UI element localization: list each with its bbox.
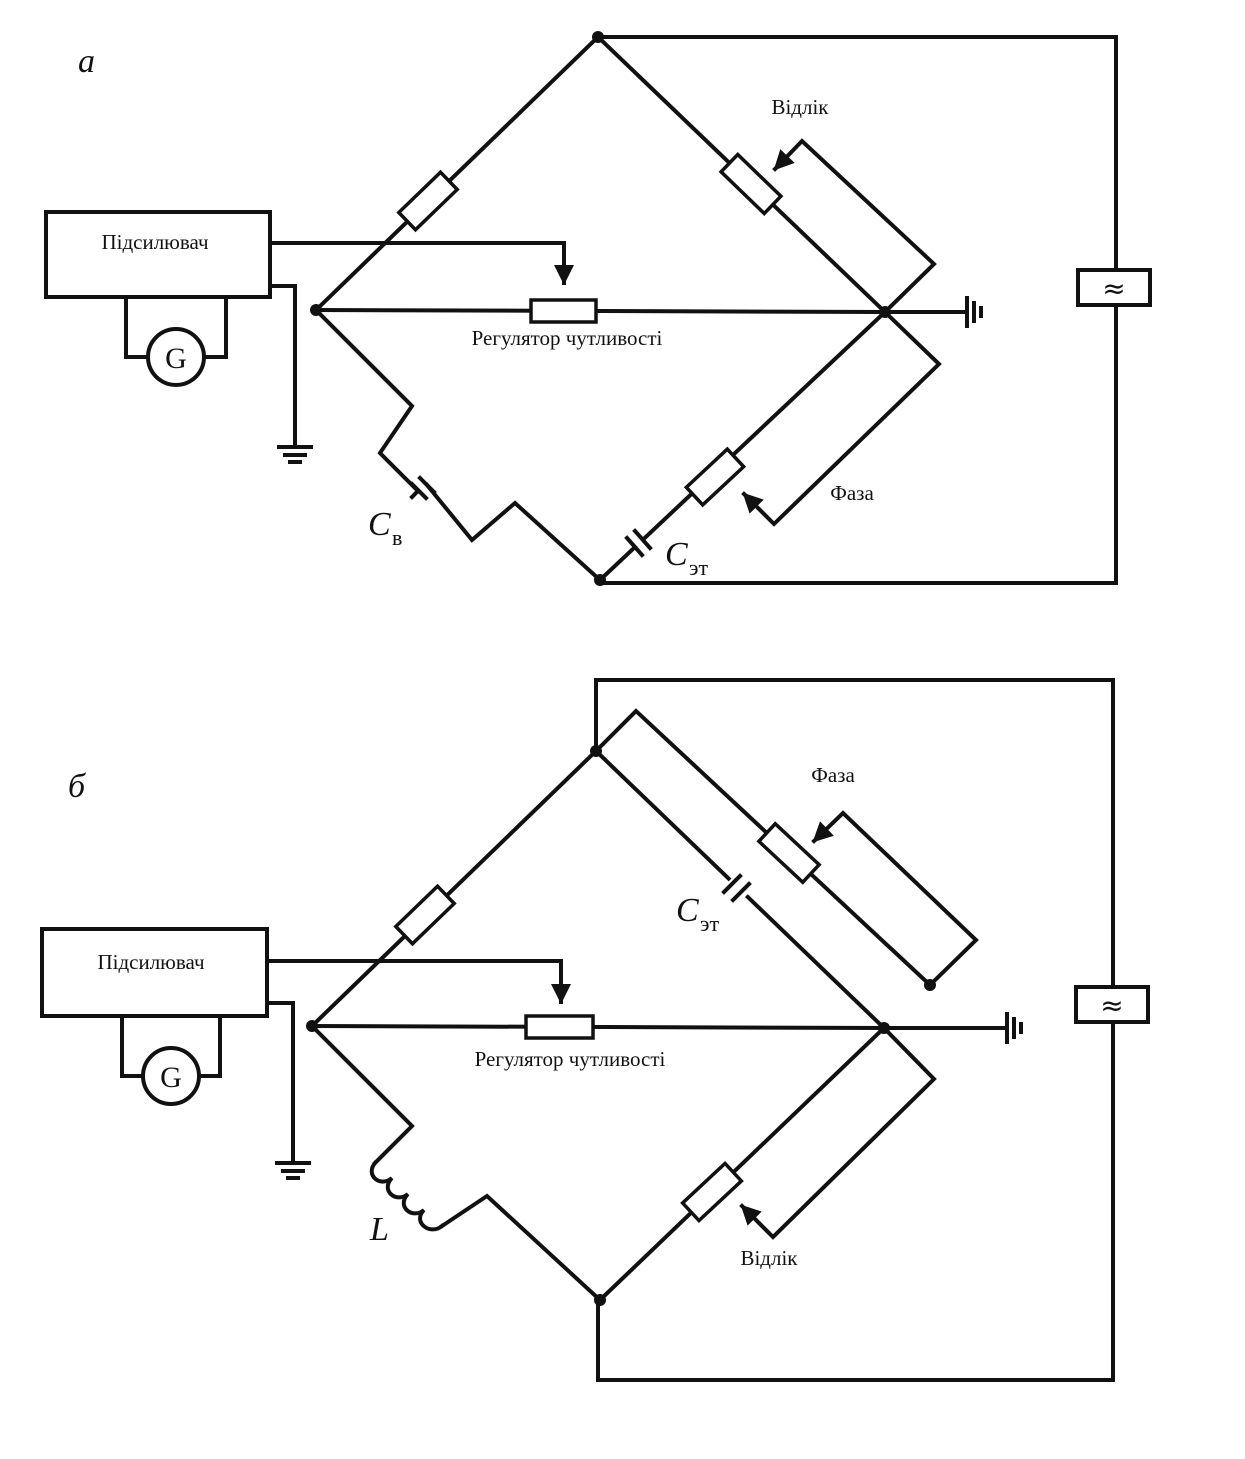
reading-label: Відлік	[771, 95, 829, 119]
cap-et-a-sub: эт	[689, 555, 708, 580]
cap-et-a-label: C	[665, 536, 688, 573]
node-right	[878, 1022, 890, 1034]
arm-top-left	[313, 34, 601, 313]
reading-resistor	[718, 152, 784, 216]
amplifier-a: Підсилювач	[44, 210, 272, 299]
resistor-top-left	[393, 883, 457, 947]
bridge-diagonal	[309, 1023, 887, 1031]
source-loop	[594, 678, 1115, 1382]
node-left	[306, 1020, 318, 1032]
arm-bottom-left-2	[424, 482, 603, 583]
diagram-a: а Підсилювач G Регулятор чутливості	[44, 31, 1152, 586]
phase-wiper	[741, 309, 942, 527]
node-left	[310, 304, 322, 316]
generator-label: G	[165, 342, 187, 375]
arm-bottom-left-1	[313, 307, 421, 494]
amplifier-wiper-wire	[268, 241, 574, 285]
cap-et-b-sub: эт	[700, 911, 719, 936]
diagram-a-label: а	[78, 43, 95, 80]
amplifier-ground-wire	[268, 284, 297, 448]
phase-resistor	[756, 821, 822, 885]
ground-b-right	[1005, 1012, 1023, 1044]
arm-top-left	[309, 748, 599, 1029]
generator-b	[141, 1046, 201, 1106]
cap-b-plate-1b	[409, 481, 429, 501]
node-top	[592, 31, 604, 43]
amplifier-wiper-wire	[265, 959, 571, 1004]
generator-wire-left	[120, 1014, 146, 1078]
amplifier-box	[44, 210, 272, 299]
node-top	[590, 745, 602, 757]
ground-a-left	[277, 445, 313, 464]
phase-branch	[593, 708, 933, 988]
reading-label: Відлік	[740, 1246, 798, 1270]
generator-a	[146, 327, 206, 387]
ac-source-a	[1076, 268, 1152, 307]
amplifier-b: Підсилювач	[40, 927, 269, 1018]
phase-wiper	[811, 810, 979, 988]
cap-b-plate-1	[409, 488, 421, 500]
reading-wiper	[772, 138, 937, 315]
amplifier-ground-wire	[265, 1001, 295, 1164]
amplifier-box	[40, 927, 269, 1018]
sensitivity-label: Регулятор чутливості	[472, 326, 663, 350]
capacitor-et-b	[721, 873, 752, 903]
inductor-coil	[369, 1160, 445, 1232]
node-right	[879, 306, 891, 318]
arm-bottom-right	[597, 309, 888, 583]
capacitor-et-a	[624, 528, 653, 558]
cap-b-sub: в	[392, 525, 402, 550]
ground-b-left	[275, 1161, 311, 1180]
ac-source-b-label: ≈	[1100, 989, 1123, 1022]
reading-wiper	[739, 1025, 937, 1240]
generator-wire-left	[124, 295, 150, 359]
reading-resistor	[680, 1160, 744, 1224]
cap-et-b-label: C	[676, 892, 699, 929]
amplifier-label: Підсилювач	[101, 230, 209, 254]
node-bottom	[594, 1294, 606, 1306]
arm-bottom-left-1	[309, 1023, 415, 1166]
inductor-label: L	[369, 1211, 389, 1248]
cap-b-label: C	[368, 506, 391, 543]
amplifier-label: Підсилювач	[97, 950, 205, 974]
sensitivity-resistor	[524, 1014, 595, 1040]
source-loop	[596, 35, 1118, 585]
phase-label: Фаза	[830, 481, 874, 505]
sensitivity-label: Регулятор чутливості	[475, 1047, 666, 1071]
resistor-top-left	[396, 169, 460, 233]
node-bottom	[594, 574, 606, 586]
ac-source-b	[1074, 985, 1150, 1024]
generator-label: G	[160, 1061, 182, 1094]
ac-source-a-label: ≈	[1102, 272, 1125, 305]
phase-label: Фаза	[811, 763, 855, 787]
ground-a-right	[965, 296, 983, 328]
bridge-diagonal	[313, 307, 888, 315]
generator-wire-right	[197, 1014, 222, 1078]
generator-wire-right	[202, 295, 228, 359]
arm-bottom-right	[597, 1025, 887, 1303]
phase-resistor	[683, 446, 747, 508]
arm-bottom-left-2	[439, 1193, 603, 1303]
node-phase	[924, 979, 936, 991]
sensitivity-resistor	[529, 298, 598, 324]
diagram-b: б Підсилювач G Регулятор чутливості	[40, 678, 1150, 1382]
diagram-b-label: б	[68, 768, 87, 805]
